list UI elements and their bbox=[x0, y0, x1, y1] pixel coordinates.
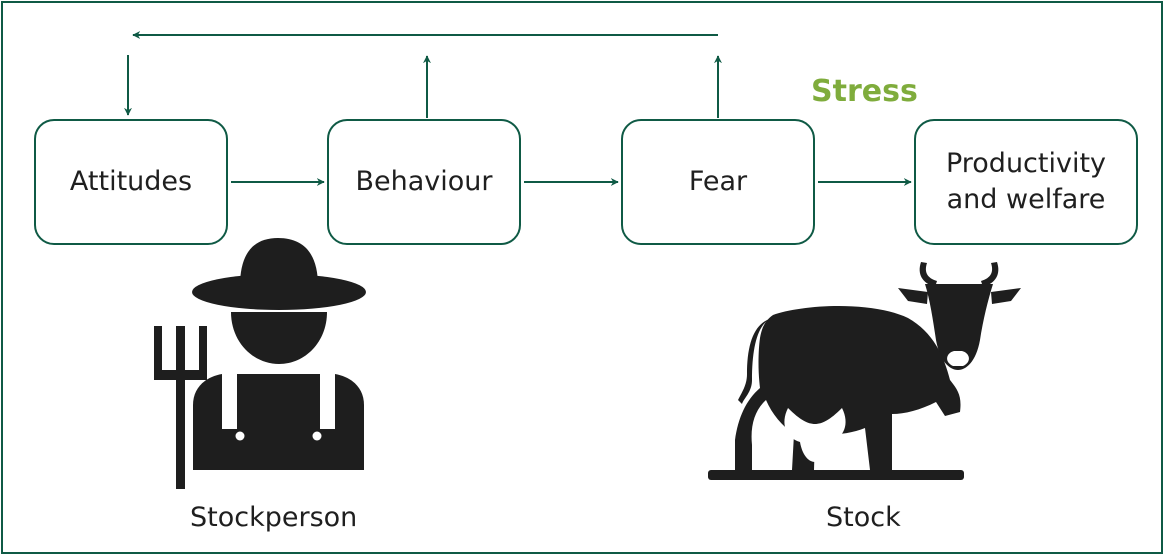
farmer-icon bbox=[154, 238, 366, 489]
behaviour-box: Behaviour bbox=[327, 119, 521, 245]
stockperson-caption: Stockperson bbox=[190, 502, 358, 533]
attitudes-box: Attitudes bbox=[34, 119, 228, 245]
productivity-label-line2: and welfare bbox=[946, 184, 1106, 215]
attitudes-label: Attitudes bbox=[69, 165, 193, 197]
fear-box: Fear bbox=[621, 119, 815, 245]
behaviour-label: Behaviour bbox=[355, 165, 493, 197]
productivity-label-line1: Productivity bbox=[945, 147, 1107, 179]
productivity-welfare-box: Productivity and welfare bbox=[914, 119, 1138, 245]
stress-label: Stress bbox=[811, 74, 918, 109]
stock-caption: Stock bbox=[826, 502, 901, 533]
cow-icon bbox=[708, 262, 1021, 480]
fear-label: Fear bbox=[688, 165, 748, 197]
